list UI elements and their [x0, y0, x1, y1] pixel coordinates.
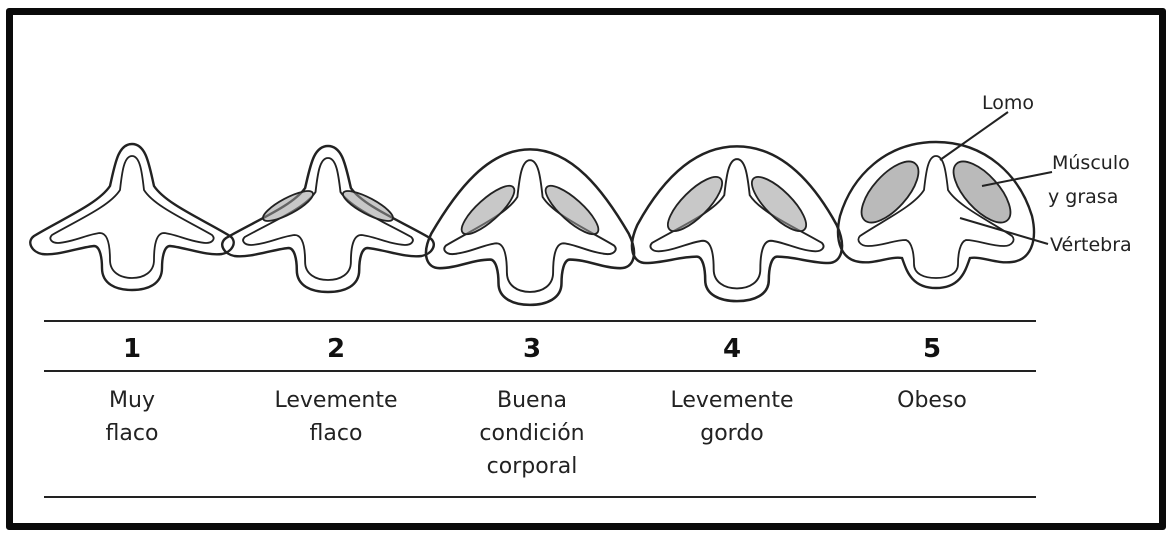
callout-musculo: Músculo: [1052, 152, 1130, 174]
score-number-5: 5: [872, 334, 992, 364]
score-number-4: 4: [672, 334, 792, 364]
score-label-4-line-1: Levemente: [642, 384, 822, 417]
cross-section-3: [426, 149, 634, 305]
callout-vertebra: Vértebra: [1050, 234, 1132, 256]
score-label-1-line-1: Muy: [42, 384, 222, 417]
score-label-3: Buena condición corporal: [442, 384, 622, 483]
score-label-2-line-2: flaco: [246, 417, 426, 450]
scale-middle-rule: [44, 370, 1036, 372]
cross-section-5: [838, 142, 1034, 288]
scale-top-rule: [44, 320, 1036, 322]
score-number-2: 2: [276, 334, 396, 364]
cross-section-4: [632, 146, 842, 301]
score-label-3-line-3: corporal: [442, 450, 622, 483]
score-label-3-line-1: Buena: [442, 384, 622, 417]
lomo-leader-line: [940, 112, 1008, 160]
score-label-1: Muy flaco: [42, 384, 222, 450]
callout-y-grasa: y grasa: [1048, 186, 1118, 208]
cross-section-2: [222, 146, 434, 292]
score-label-5: Obeso: [842, 384, 1022, 417]
score-number-1: 1: [72, 334, 192, 364]
score-label-2: Levemente flaco: [246, 384, 426, 450]
score-label-2-line-1: Levemente: [246, 384, 426, 417]
callout-lomo: Lomo: [982, 92, 1034, 114]
score-label-4-line-2: gordo: [642, 417, 822, 450]
score-label-5-line-1: Obeso: [842, 384, 1022, 417]
score-label-1-line-2: flaco: [42, 417, 222, 450]
scale-bottom-rule: [44, 496, 1036, 498]
cross-section-1: [30, 144, 233, 290]
score-label-3-line-2: condición: [442, 417, 622, 450]
score-label-4: Levemente gordo: [642, 384, 822, 450]
score-number-3: 3: [472, 334, 592, 364]
